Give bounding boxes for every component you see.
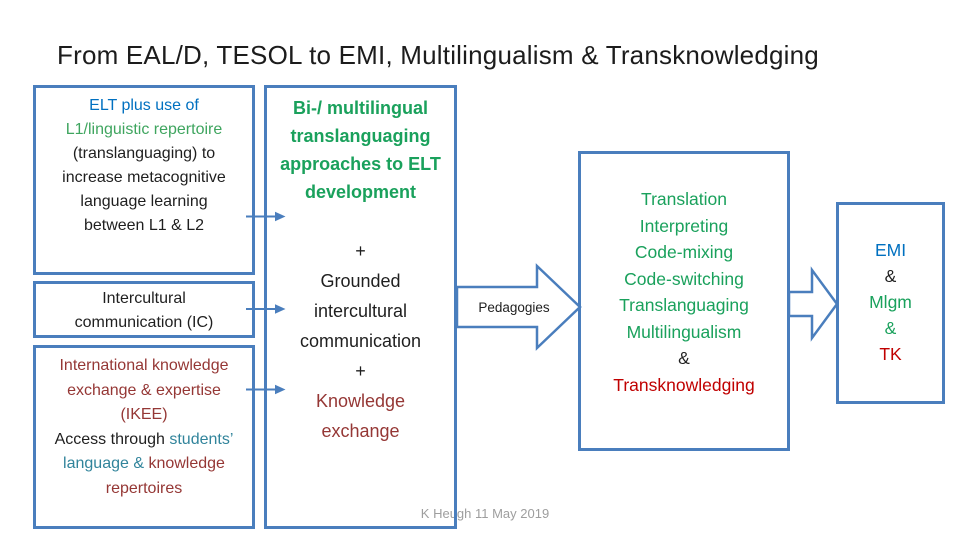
intercultural-communication-box: Intercultural communication (IC) <box>33 281 255 338</box>
text-line: Interpreting <box>581 213 787 240</box>
text-line: (IKEE) <box>36 403 252 428</box>
text-line: exchange & expertise <box>36 379 252 404</box>
text-segment: Code-mixing <box>634 242 734 262</box>
text-line: Code-mixing <box>581 239 787 266</box>
text-segment: Interpreting <box>639 215 729 236</box>
text-line: Translanguaging <box>581 292 787 319</box>
ikee-knowledge-exchange-box: International knowledge exchange & exper… <box>33 345 255 529</box>
text-segment: exchange & expertise <box>67 381 221 399</box>
text-segment: translanguaging <box>290 126 431 146</box>
approaches-body: + Grounded intercultural communication +… <box>267 236 454 446</box>
text-segment: ELT plus use of <box>89 97 199 114</box>
text-line: development <box>267 178 454 206</box>
text-segment: Mlgm <box>869 292 912 312</box>
text-segment: language learning <box>80 193 208 210</box>
text-line: & <box>839 263 942 289</box>
text-segment: & <box>884 266 897 286</box>
text-line: TK <box>839 341 942 367</box>
text-segment: + <box>355 241 366 261</box>
text-segment: Intercultural <box>102 290 186 307</box>
text-line: Mlgm <box>839 289 942 315</box>
text-line: intercultural <box>267 296 454 326</box>
text-line: between L1 & L2 <box>36 214 252 238</box>
text-line: communication <box>267 326 454 356</box>
text-line: language learning <box>36 190 252 214</box>
text-line: exchange <box>267 416 454 446</box>
text-segment: approaches to ELT <box>280 154 441 174</box>
text-segment: International knowledge <box>59 357 229 374</box>
elt-l1-repertoire-box: ELT plus use of L1/linguistic repertoire… <box>33 85 255 275</box>
text-segment: & <box>884 318 897 338</box>
text-segment: Access through <box>54 430 170 448</box>
text-segment: intercultural <box>313 301 408 321</box>
text-segment: TK <box>879 344 902 364</box>
bilingual-approaches-box: Bi-/ multilingual translanguaging approa… <box>264 85 457 529</box>
text-segment: + <box>355 361 366 381</box>
text-line: Multilingualism <box>581 319 787 346</box>
text-segment: repertoires <box>105 479 183 497</box>
text-line: (translanguaging) to <box>36 142 252 166</box>
text-segment: Bi-/ multilingual <box>293 98 428 118</box>
text-line: International knowledge <box>36 354 252 379</box>
emi-arrow <box>787 266 839 342</box>
text-line: repertoires <box>36 477 252 502</box>
text-segment: & <box>678 348 690 368</box>
text-segment: Knowledge <box>315 391 406 411</box>
text-line: approaches to ELT <box>267 150 454 178</box>
text-segment: (translanguaging) to <box>72 145 216 162</box>
text-line: Transknowledging <box>581 372 787 399</box>
text-line: + <box>267 356 454 386</box>
text-line: & <box>581 345 787 372</box>
approaches-heading: Bi-/ multilingual translanguaging approa… <box>267 94 454 206</box>
text-segment: exchange <box>321 421 400 441</box>
text-line: EMI <box>839 237 942 263</box>
text-line: Translation <box>581 186 787 213</box>
text-segment: L1/linguistic repertoire <box>65 121 223 138</box>
translation-multilingualism-box: Translation Interpreting Code-mixing Cod… <box>578 151 790 451</box>
text-line: & <box>839 315 942 341</box>
text-segment: Translanguaging <box>619 295 749 315</box>
text-line: Access through students’ <box>36 428 252 453</box>
text-line: communication (IC) <box>36 311 252 335</box>
text-segment: (IKEE) <box>120 406 168 423</box>
slide-title: From EAL/D, TESOL to EMI, Multilingualis… <box>57 40 819 70</box>
text-line: translanguaging <box>267 122 454 150</box>
text-segment: students’ <box>169 430 234 448</box>
text-line: Knowledge <box>267 386 454 416</box>
text-line: + <box>267 236 454 266</box>
text-segment: communication (IC) <box>74 314 214 331</box>
text-line: L1/linguistic repertoire <box>36 118 252 142</box>
text-segment: knowledge <box>148 455 225 472</box>
text-segment: language & <box>63 455 149 472</box>
text-line: Code-switching <box>581 266 787 293</box>
text-line: Bi-/ multilingual <box>267 94 454 122</box>
text-segment: EMI <box>874 240 907 260</box>
text-segment: Translation <box>641 189 727 209</box>
emi-mlgm-tk-box: EMI & Mlgm & TK <box>836 202 945 404</box>
text-line: language & knowledge <box>36 452 252 477</box>
pedagogies-arrow-label: Pedagogies <box>478 300 550 315</box>
text-segment: increase metacognitive <box>62 169 226 186</box>
text-segment: Code-switching <box>624 268 744 289</box>
text-line: increase metacognitive <box>36 166 252 190</box>
text-segment: communication <box>299 331 422 351</box>
text-segment: development <box>304 182 417 202</box>
text-segment: Multilingualism <box>626 321 742 342</box>
text-line: ELT plus use of <box>36 94 252 118</box>
text-segment: Grounded <box>320 271 401 291</box>
author-date-caption: K Heugh 11 May 2019 <box>420 506 550 521</box>
text-line: Grounded <box>267 266 454 296</box>
text-segment: between L1 & L2 <box>83 217 205 234</box>
text-line: Intercultural <box>36 287 252 311</box>
text-segment: Transknowledging <box>613 374 755 395</box>
